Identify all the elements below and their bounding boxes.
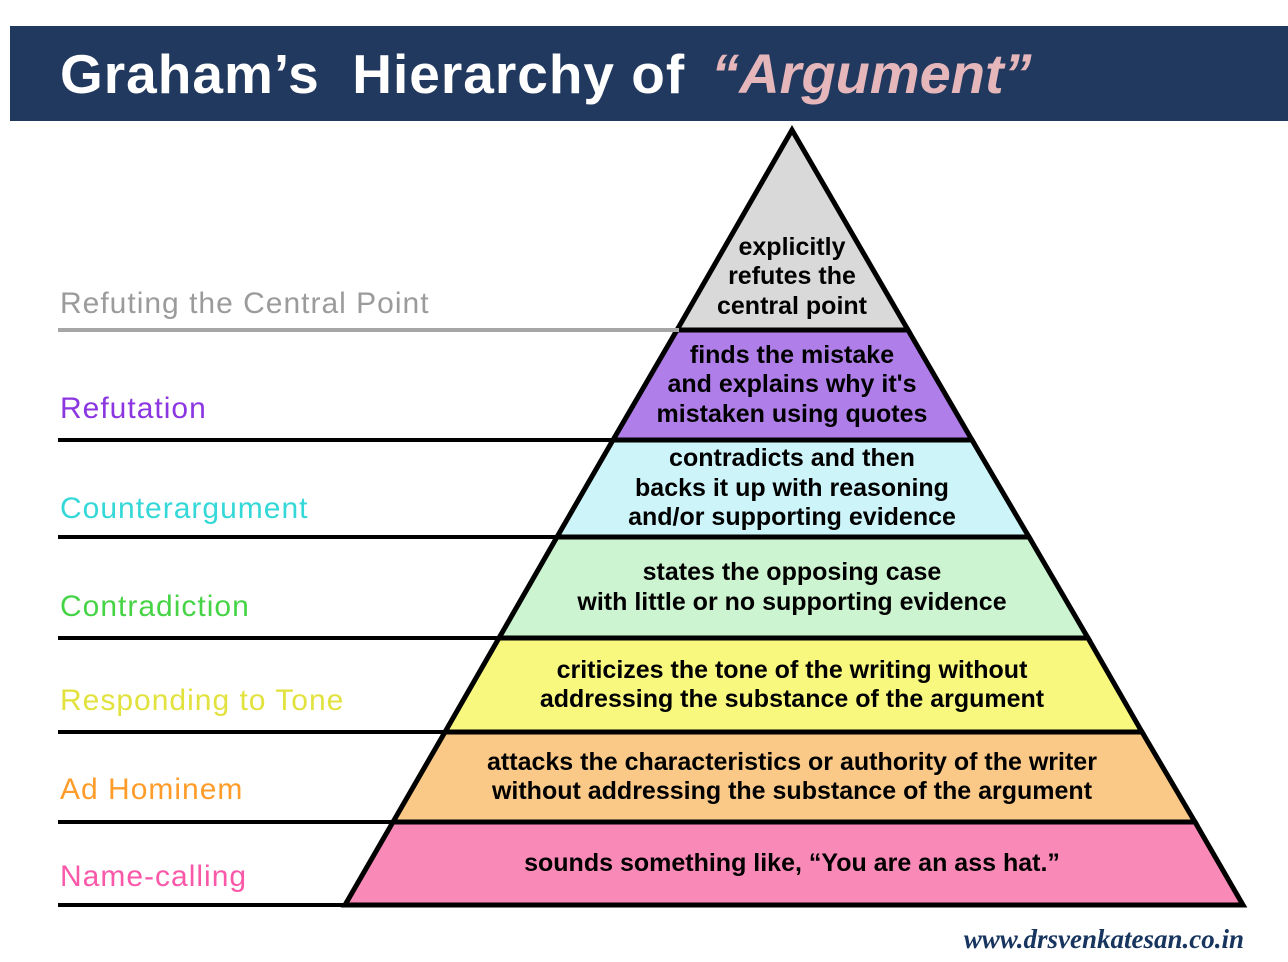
- pyramid-level-7-shape: [340, 819, 1248, 908]
- level-label-refutation: Refutation: [60, 392, 207, 425]
- level-description-contradiction: states the opposing case with little or …: [577, 558, 1007, 616]
- level-description-responding-to-tone: criticizes the tone of the writing witho…: [539, 655, 1045, 714]
- level-description-refuting-central-point: explicitly refutes the central point: [716, 232, 867, 320]
- title-accent: “Argument”: [711, 42, 1032, 105]
- level-description-counterargument: contradicts and then backs it up with re…: [628, 444, 956, 532]
- level-label-contradiction: Contradiction: [60, 590, 250, 623]
- level-description-refutation: finds the mistake and explains why it's …: [656, 340, 928, 428]
- page-title: Graham’s Hierarchy of: [60, 42, 686, 105]
- title-banner: Graham’s Hierarchy of “Argument”: [10, 26, 1288, 121]
- level-label-ad-hominem: Ad Hominem: [60, 773, 244, 806]
- level-label-refuting-central-point: Refuting the Central Point: [60, 287, 430, 320]
- level-description-name-calling: sounds something like, “You are an ass h…: [524, 848, 1060, 877]
- website-watermark: www.drsvenkatesan.co.in: [963, 924, 1244, 954]
- level-label-counterargument: Counterargument: [60, 492, 309, 525]
- level-label-name-calling: Name-calling: [60, 860, 248, 893]
- level-label-responding-to-tone: Responding to Tone: [60, 684, 345, 717]
- level-description-ad-hominem: attacks the characteristics or authority…: [487, 747, 1097, 806]
